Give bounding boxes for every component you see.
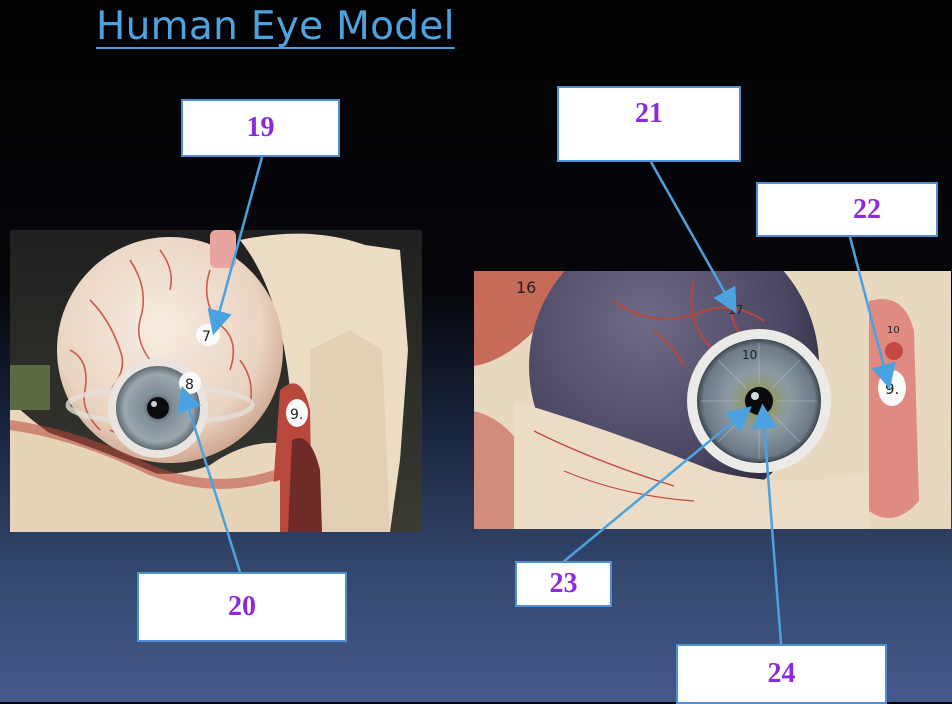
tag-8: 8 xyxy=(185,377,194,393)
label-22: 22 xyxy=(853,193,881,225)
label-21: 21 xyxy=(635,98,663,129)
tag-9: 9. xyxy=(290,407,303,423)
tag-10-iris: 10 xyxy=(742,348,757,362)
label-20: 20 xyxy=(228,591,256,622)
label-24: 24 xyxy=(767,658,796,689)
label-19: 19 xyxy=(246,112,275,143)
label-box-21[interactable]: 21 xyxy=(557,86,741,162)
label-box-23[interactable]: 23 xyxy=(515,561,612,607)
tag-7: 7 xyxy=(202,329,211,345)
eye-model-photo-left: 7 8 9. xyxy=(10,230,422,532)
slide-title: Human Eye Model xyxy=(96,4,455,49)
label-box-24[interactable]: 24 xyxy=(676,644,887,704)
tag-9-right: 9. xyxy=(885,380,899,398)
tag-16: 16 xyxy=(516,278,536,297)
label-box-20[interactable]: 20 xyxy=(137,572,347,642)
tag-17: 17 xyxy=(728,303,743,317)
label-23: 23 xyxy=(549,568,578,599)
tag-10-post: 10 xyxy=(887,325,900,336)
label-box-22[interactable]: 22 xyxy=(756,182,938,237)
label-box-19[interactable]: 19 xyxy=(181,99,340,157)
eye-model-photo-right: 17 10 9. 16 10 xyxy=(474,271,951,529)
